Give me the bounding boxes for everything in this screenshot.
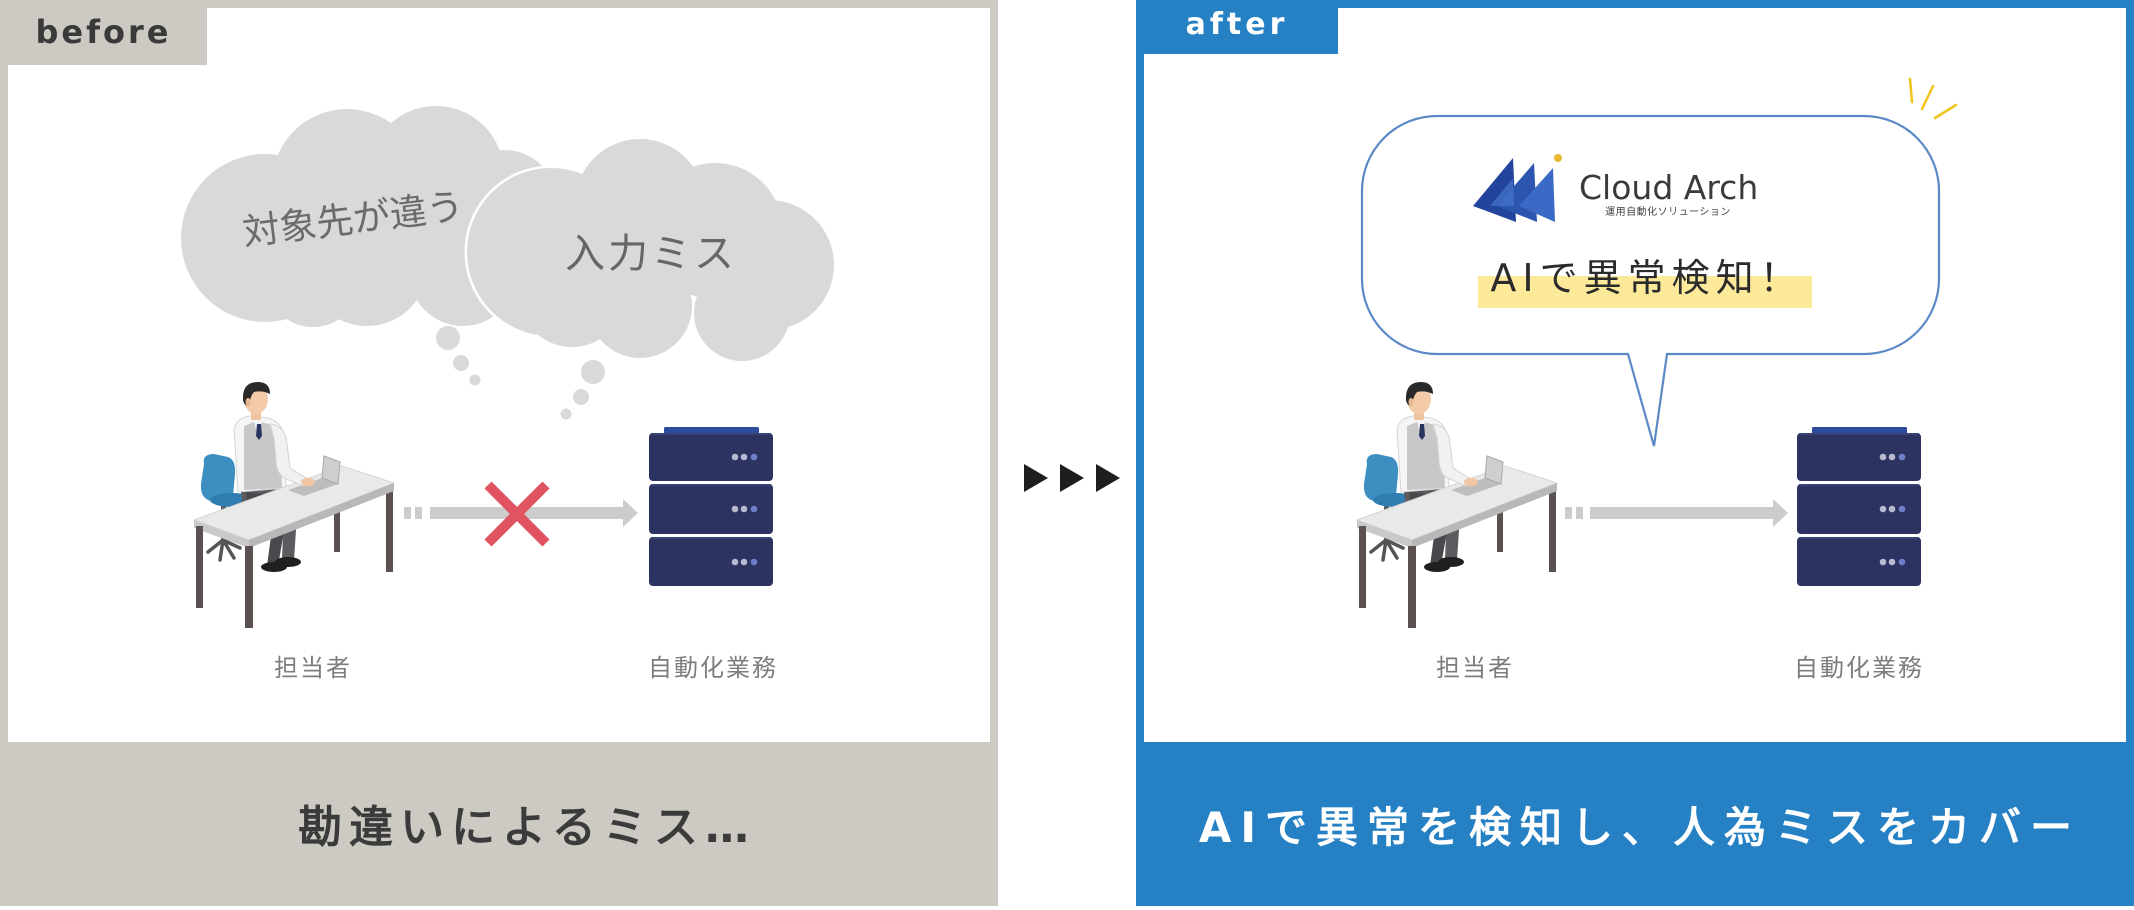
- after-panel: after AIで異常を検知し、人為ミスをカバー: [1136, 0, 2134, 906]
- after-person-label: 担当者: [1436, 654, 1514, 682]
- before-panel: before 勘違いによるミス…: [0, 0, 998, 906]
- before-caption: 勘違いによるミス…: [298, 802, 756, 853]
- after-tag: after: [1136, 0, 1338, 54]
- before-canvas: [8, 8, 990, 742]
- after-caption: AIで異常を検知し、人為ミスをカバー: [1198, 803, 2082, 852]
- before-tag: before: [0, 0, 207, 65]
- before-system-label: 自動化業務: [648, 654, 778, 682]
- after-canvas: [1144, 8, 2126, 742]
- after-system-label: 自動化業務: [1794, 654, 1924, 682]
- before-person-label: 担当者: [274, 654, 352, 682]
- triple-arrow-right-icon: [1024, 464, 1120, 492]
